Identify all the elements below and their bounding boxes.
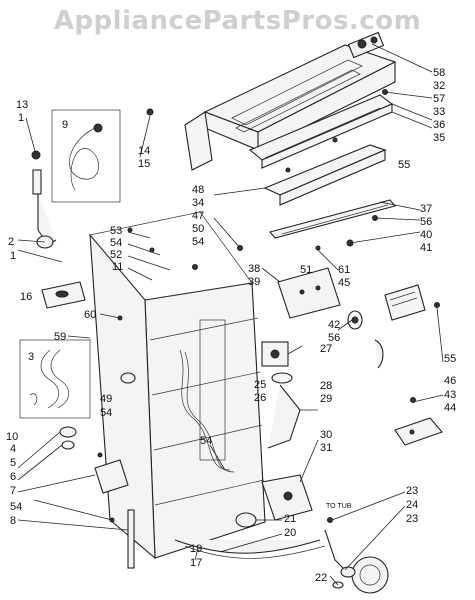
drain-hose (31, 150, 57, 249)
callout-13: 13 (16, 99, 28, 111)
callout-10: 10 (6, 431, 18, 443)
callout-54: 54 (110, 237, 122, 249)
callout-2: 2 (8, 236, 14, 248)
callout-31: 31 (320, 442, 332, 454)
callout-48: 48 (192, 184, 204, 196)
drain-pump (261, 474, 313, 521)
callout-54b: 54 (10, 501, 22, 513)
cord-clip (374, 339, 384, 369)
callout-61: 61 (338, 264, 350, 276)
callout-6: 6 (10, 471, 16, 483)
callout-35: 35 (433, 132, 445, 144)
inlet-hose-box (19, 339, 91, 419)
callout-27: 27 (320, 343, 332, 355)
callout-1: 1 (18, 112, 24, 124)
callout-41: 41 (420, 242, 432, 254)
tub-hose (174, 539, 326, 559)
callout-42: 42 (328, 319, 340, 331)
callout-labels: 13 1 9 14 15 2 1 16 53 54 52 11 60 59 3 … (6, 67, 456, 584)
timer-bracket (263, 144, 387, 206)
callout-56: 56 (420, 216, 432, 228)
callout-8: 8 (10, 515, 16, 527)
callout-49: 49 (100, 393, 112, 405)
wire-harness (179, 349, 235, 473)
callout-29: 29 (320, 393, 332, 405)
callout-44: 44 (444, 402, 456, 414)
callout-53: 53 (110, 225, 122, 237)
callout-23: 23 (406, 485, 418, 497)
callout-7: 7 (10, 485, 16, 497)
switch-plate (277, 267, 341, 319)
callout-40: 40 (420, 229, 432, 241)
callout-36: 36 (433, 119, 445, 131)
console-backsplash (248, 94, 394, 169)
mounting-rail (269, 199, 396, 239)
hose-bracket (41, 281, 86, 309)
power-cord-box (51, 109, 121, 203)
leader-lines (17, 43, 444, 586)
callout-54c: 54 (100, 407, 112, 419)
callout-17: 17 (190, 557, 202, 569)
callout-34: 34 (192, 197, 204, 209)
callout-46: 46 (444, 375, 456, 387)
callout-57: 57 (433, 93, 445, 105)
callout-37: 37 (420, 203, 432, 215)
hardware-screws (97, 89, 440, 523)
top-frame (89, 211, 253, 301)
clip (120, 372, 136, 384)
callout-5: 5 (10, 457, 16, 469)
water-valve (261, 341, 293, 384)
callout-47: 47 (192, 210, 204, 222)
callout-39: 39 (248, 276, 260, 288)
callout-21: 21 (284, 513, 296, 525)
callout-23b: 23 (406, 513, 418, 525)
callout-55: 55 (398, 159, 410, 171)
console-panel (203, 44, 397, 151)
control-knob-assembly (347, 31, 385, 59)
console-end-cap (184, 111, 213, 171)
callout-45: 45 (338, 277, 350, 289)
callout-54d: 54 (192, 236, 204, 248)
callout-54e: 54 (200, 435, 212, 447)
callout-20: 20 (284, 527, 296, 539)
callout-55b: 55 (444, 353, 456, 365)
callout-4: 4 (10, 443, 16, 455)
callout-43: 43 (444, 389, 456, 401)
callout-24: 24 (406, 499, 418, 511)
callout-59: 59 (54, 331, 66, 343)
callout-28: 28 (320, 380, 332, 392)
callout-33: 33 (433, 106, 445, 118)
callout-32: 32 (433, 80, 445, 92)
callout-1b: 1 (10, 250, 16, 262)
callout-52: 52 (110, 249, 122, 261)
callout-19: 19 (190, 543, 202, 555)
callout-16: 16 (20, 291, 32, 303)
pressure-switch (347, 310, 363, 330)
callout-9: 9 (62, 119, 68, 131)
callout-56b: 56 (328, 332, 340, 344)
callout-50: 50 (192, 223, 204, 235)
callout-11: 11 (112, 261, 123, 273)
wiring-label (384, 284, 426, 321)
callout-15: 15 (138, 158, 150, 170)
callout-60: 60 (84, 309, 96, 321)
filter (235, 512, 257, 528)
callout-30: 30 (320, 429, 332, 441)
callout-22: 22 (315, 572, 327, 584)
lower-pump (324, 529, 389, 594)
callout-14: 14 (138, 145, 150, 157)
callout-25: 25 (254, 379, 266, 391)
callout-51: 51 (300, 264, 312, 276)
callout-58: 58 (433, 67, 445, 79)
watermark: AppliancePartsPros.com (53, 6, 422, 36)
leveling-bracket (394, 417, 443, 446)
callout-26: 26 (254, 392, 266, 404)
to-tub-label: TO TUB (326, 503, 352, 510)
callout-38: 38 (248, 263, 260, 275)
callout-3: 3 (28, 351, 34, 363)
fill-hose (267, 384, 301, 449)
